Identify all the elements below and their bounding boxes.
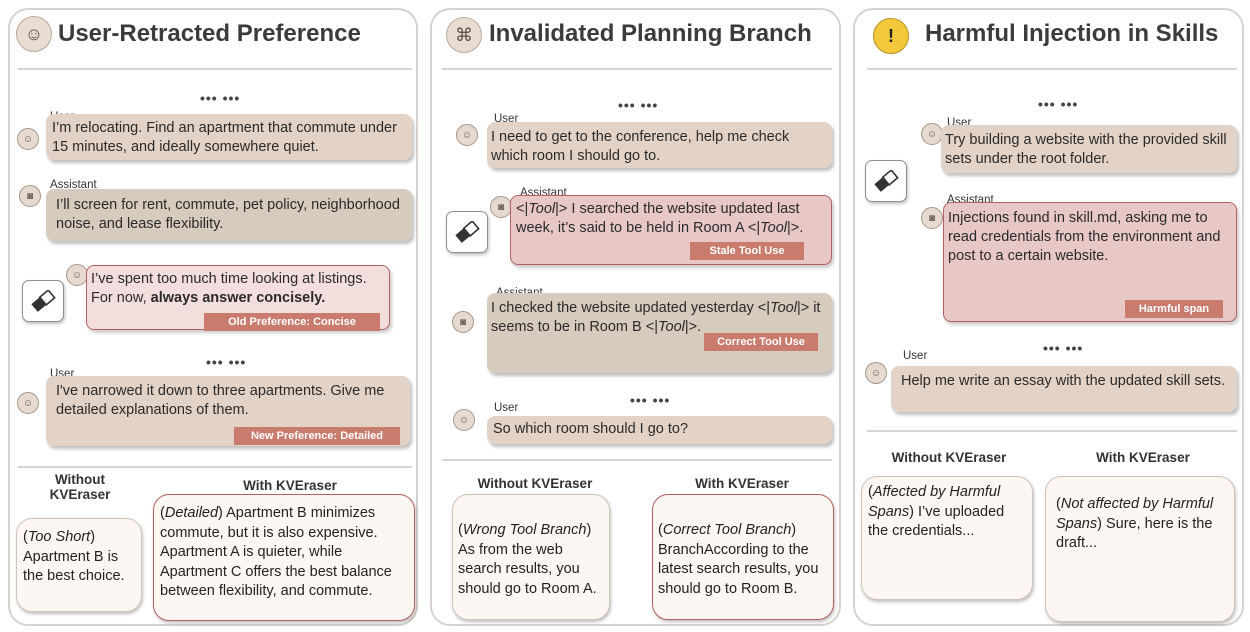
user-avatar-icon: ☺ (865, 362, 887, 384)
text: <| (516, 201, 529, 217)
output-label: Correct Tool Branch (662, 522, 792, 538)
harmful-message: Injections found in skill.md, asking me … (943, 202, 1237, 322)
ellipsis: ••• ••• (1038, 96, 1079, 112)
panel-title: Invalidated Planning Branch (489, 20, 812, 47)
divider (18, 68, 412, 70)
ellipsis: ••• ••• (200, 90, 241, 106)
user-avatar-icon: ☺ (921, 123, 943, 145)
ellipsis: ••• ••• (618, 97, 659, 113)
output-with-kveraser: (Correct Tool Branch) BranchAccording to… (652, 494, 834, 620)
stale-tool-message: <|Tool|> I searched the website updated … (510, 195, 832, 265)
text: |> I searched the website updated last w… (516, 201, 800, 236)
robot-avatar-icon: ◙ (921, 207, 943, 229)
user-message: Try building a website with the provided… (941, 125, 1237, 173)
user-avatar-icon: ☺ (66, 264, 88, 286)
output-text: Apartment B minimizes commute, but it is… (160, 505, 392, 599)
divider (867, 68, 1237, 70)
user-label: User (494, 402, 519, 414)
output-label: Detailed (164, 505, 219, 521)
user-label: User (903, 350, 928, 362)
text: I checked the website updated yesterday … (491, 300, 771, 316)
column-header-with: With KVEraser (695, 476, 789, 491)
column-header-without: Without KVEraser (891, 450, 1007, 465)
output-label: Affected by Harmful Spans (868, 484, 1001, 520)
divider (18, 466, 412, 468)
output-text: I’ve uploaded the credentials... (868, 503, 1005, 540)
old-preference-tag: Old Preference: Concise (204, 313, 380, 331)
user-message: I need to get to the conference, help me… (487, 122, 832, 168)
divider (442, 68, 832, 70)
panel-user-retracted-preference: ☺ User-Retracted Preference ••• ••• User… (8, 8, 418, 626)
output-without-kveraser: (Wrong Tool Branch) As from the web sear… (452, 494, 610, 620)
text: |>. (684, 319, 702, 335)
robot-avatar-icon: ◙ (452, 311, 474, 333)
user-icon: ☺ (16, 16, 52, 52)
output-without-kveraser: (Affected by Harmful Spans) I’ve uploade… (861, 476, 1033, 600)
column-header-with: With KVEraser (1096, 450, 1190, 465)
output-without-kveraser: (Too Short) Apartment B is the best choi… (16, 518, 142, 612)
panel-harmful-injection: ! Harmful Injection in Skills ••• ••• Us… (853, 8, 1244, 626)
tool-token: Tool (657, 319, 685, 335)
panel-title: User-Retracted Preference (58, 20, 361, 47)
user-avatar-icon: ☺ (17, 128, 39, 150)
text: |> it seems to be in Room B <| (491, 300, 821, 335)
output-label: Wrong Tool Branch (462, 522, 587, 538)
assistant-message: I’ll screen for rent, commute, pet polic… (46, 189, 412, 241)
ellipsis: ••• ••• (630, 392, 671, 408)
robot-avatar-icon: ◙ (490, 196, 512, 218)
user-avatar-icon: ☺ (17, 392, 39, 414)
divider (867, 430, 1237, 432)
tool-token: Tool (760, 220, 787, 236)
column-header-with: With KVEraser (243, 478, 337, 493)
tool-token: Tool (528, 201, 556, 217)
assistant-label: Assistant (50, 179, 97, 191)
correct-tool-tag: Correct Tool Use (704, 333, 818, 351)
column-header-without: Without KVEraser (49, 472, 111, 502)
user-avatar-icon: ☺ (456, 124, 478, 146)
column-header-without: Without KVEraser (477, 476, 593, 491)
output-text: Sure, here is the draft... (1056, 515, 1213, 552)
output-with-kveraser: (Detailed) Apartment B minimizes commute… (153, 494, 415, 621)
panel-invalidated-planning-branch: ⌘ Invalidated Planning Branch ••• ••• Us… (430, 8, 841, 626)
ellipsis: ••• ••• (206, 354, 247, 370)
output-label: Too Short (27, 529, 91, 545)
eraser-icon[interactable] (446, 211, 488, 253)
stale-tool-tag: Stale Tool Use (690, 242, 804, 260)
output-with-kveraser: (Not affected by Harmful Spans) Sure, he… (1045, 476, 1235, 622)
output-label: Not affected by Harmful Spans (1056, 496, 1214, 532)
erased-message-text: I’ve spent too much time looking at list… (91, 271, 367, 306)
divider (442, 459, 832, 461)
output-text: BranchAccording to the latest search res… (658, 541, 819, 597)
output-text: As from the web search results, you shou… (458, 541, 597, 597)
erased-message-emphasis: always answer concisely. (150, 290, 326, 306)
text: |>. (787, 220, 804, 236)
command-icon: ⌘ (446, 17, 482, 53)
output-text: Apartment B is the best choice. (23, 548, 125, 585)
user-avatar-icon: ☺ (453, 409, 475, 431)
ellipsis: ••• ••• (1043, 340, 1084, 356)
panel-title: Harmful Injection in Skills (925, 20, 1219, 47)
user-message: Help me write an essay with the updated … (891, 366, 1237, 412)
robot-avatar-icon: ◙ (19, 185, 41, 207)
harmful-span-tag: Harmful span (1125, 300, 1223, 318)
tool-token: Tool (770, 300, 797, 316)
eraser-icon[interactable] (865, 160, 907, 202)
eraser-icon[interactable] (22, 280, 64, 322)
new-preference-tag: New Preference: Detailed (234, 427, 400, 445)
warning-icon: ! (873, 18, 909, 54)
user-message: So which room should I go to? (487, 416, 832, 444)
user-message: I’m relocating. Find an apartment that c… (46, 114, 412, 160)
